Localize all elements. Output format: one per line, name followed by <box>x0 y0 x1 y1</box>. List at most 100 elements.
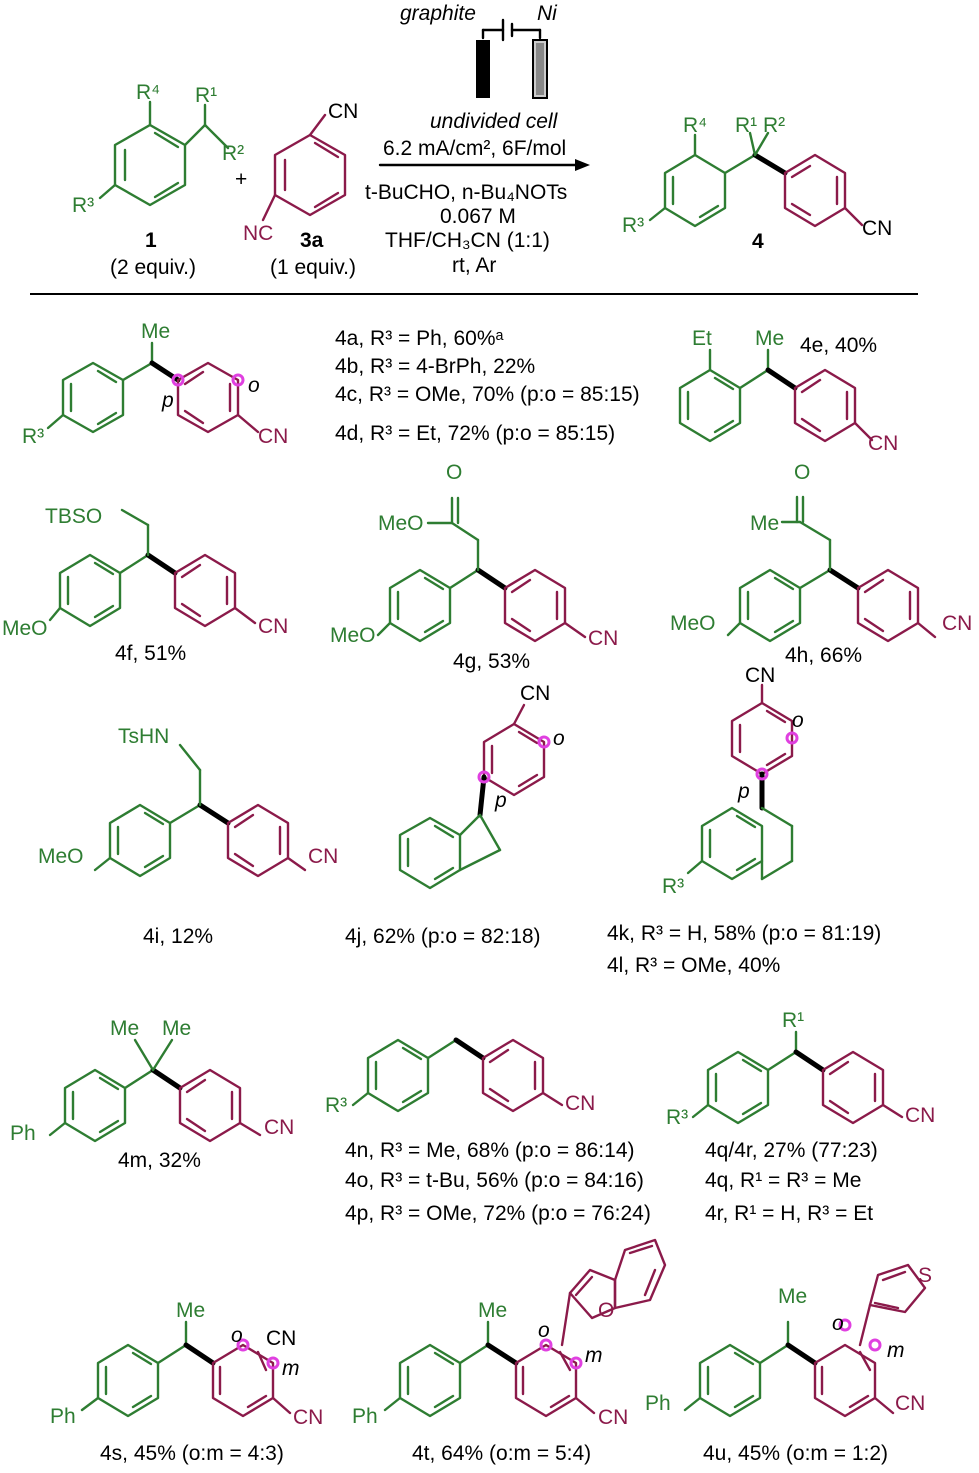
cn-label-top: CN <box>266 1327 296 1350</box>
cn-label: CN <box>598 1406 628 1429</box>
current-density: 6.2 mA/cm², 6F/mol <box>383 137 566 160</box>
ortho-marker: o <box>553 727 565 750</box>
substrate-1-label: 1 <box>145 229 157 252</box>
tshn-label: TsHN <box>118 725 169 748</box>
cn-label: CN <box>264 1116 294 1139</box>
reagent-3a-label: 3a <box>300 229 324 252</box>
prod-CN: CN <box>862 217 892 240</box>
me-label: Me <box>478 1299 507 1322</box>
compound-4q-4r: R¹ R³ CN <box>666 1009 935 1129</box>
me-label: Me <box>141 320 170 343</box>
entry-4l: 4l, R³ = OMe, 40% <box>607 954 780 977</box>
meta-marker: m <box>585 1344 603 1367</box>
ortho-marker: o <box>248 374 260 397</box>
cn-top: CN <box>328 100 358 123</box>
tbso-label: TBSO <box>45 505 102 528</box>
entry-4e: 4e, 40% <box>800 334 877 357</box>
entry-4t: 4t, 64% (o:m = 5:4) <box>412 1442 591 1465</box>
o-label: O <box>794 461 810 484</box>
cn-label: CN <box>868 432 898 455</box>
R1-label: R¹ <box>195 84 217 107</box>
ortho-marker: o <box>538 1319 550 1342</box>
anode-label: graphite <box>400 2 476 25</box>
compound-4n-4p: R³ CN <box>325 1037 595 1117</box>
ph-label: Ph <box>10 1122 36 1145</box>
entry-4h: 4h, 66% <box>785 644 862 667</box>
r1-label: R¹ <box>782 1009 804 1032</box>
me-label: Me <box>755 327 784 350</box>
meo-ester: MeO <box>378 512 424 535</box>
cathode-label: Ni <box>537 2 558 25</box>
me-label: Me <box>750 512 779 535</box>
entries-4a-4d: 4a, R³ = Ph, 60%ᵃ 4b, R³ = 4-BrPh, 22% 4… <box>335 327 640 445</box>
cn-label: CN <box>942 612 972 635</box>
me-label: Me <box>778 1285 807 1308</box>
meo-label: MeO <box>2 617 48 640</box>
cn-label: CN <box>565 1092 595 1115</box>
ortho-marker: o <box>792 709 804 732</box>
entry-4f: 4f, 51% <box>115 642 186 665</box>
entry-4i: 4i, 12% <box>143 925 213 948</box>
substrate-1: R⁴ R¹ R² R³ 1 (2 equiv.) <box>72 81 244 279</box>
additive-text: t-BuCHO, n-Bu₄NOTs <box>365 181 567 204</box>
entry-4s: 4s, 45% (o:m = 4:3) <box>100 1442 284 1465</box>
compound-4e: Et Me CN <box>678 327 898 455</box>
cn-label: CN <box>520 682 550 705</box>
meo-label: MeO <box>670 612 716 635</box>
entry-4p: 4p, R³ = OMe, 72% (p:o = 76:24) <box>345 1202 651 1225</box>
solvent-text: THF/CH₃CN (1:1) <box>385 229 550 252</box>
substrate-1-equiv: (2 equiv.) <box>110 256 196 279</box>
product-4-label: 4 <box>752 230 764 253</box>
reagent-3a-equiv: (1 equiv.) <box>270 256 356 279</box>
cn-label: CN <box>293 1406 323 1429</box>
reaction-header: R⁴ R¹ R² R³ 1 (2 equiv.) + CN NC 3a (1 e… <box>72 2 892 279</box>
cn-label: CN <box>895 1392 925 1415</box>
R4-label: R⁴ <box>136 81 160 104</box>
compound-4u: Me Ph o m S CN <box>645 1263 932 1418</box>
entry-4r: 4r, R¹ = H, R³ = Et <box>705 1202 873 1225</box>
compound-4f: TBSO MeO CN <box>2 505 288 640</box>
nc-bottom: NC <box>243 222 273 245</box>
compound-4k-4l: CN o p R³ <box>662 664 804 898</box>
entry-4o: 4o, R³ = t-Bu, 56% (p:o = 84:16) <box>345 1169 644 1192</box>
ph-label: Ph <box>645 1392 671 1415</box>
R2-label: R² <box>222 142 244 165</box>
ortho-marker: o <box>832 1312 844 1335</box>
meo-label: MeO <box>38 845 84 868</box>
meta-marker: m <box>282 1357 300 1380</box>
plus-sign: + <box>235 168 247 191</box>
graphite-electrode <box>476 40 490 98</box>
meta-marker: m <box>887 1339 905 1362</box>
ortho-marker: o <box>231 1324 243 1347</box>
entry-4q: 4q, R¹ = R³ = Me <box>705 1169 861 1192</box>
me-label-1: Me <box>110 1017 139 1040</box>
entry-4k: 4k, R³ = H, 58% (p:o = 81:19) <box>607 922 881 945</box>
entry-4qr: 4q/4r, 27% (77:23) <box>705 1139 878 1162</box>
entry-4m: 4m, 32% <box>118 1149 201 1172</box>
compound-4j: CN o p <box>398 682 565 890</box>
meo-label: MeO <box>330 624 376 647</box>
entry-4a: 4a, R³ = Ph, 60%ᵃ <box>335 327 504 350</box>
para-marker: p <box>161 389 174 412</box>
prod-R4: R⁴ <box>683 114 707 137</box>
concentration-text: 0.067 M <box>440 205 516 228</box>
entry-4c: 4c, R³ = OMe, 70% (p:o = 85:15) <box>335 383 640 406</box>
entry-4j: 4j, 62% (p:o = 82:18) <box>345 925 541 948</box>
r3-label: R³ <box>662 875 684 898</box>
para-marker: p <box>737 780 750 803</box>
cn-label: CN <box>258 425 288 448</box>
entry-4b: 4b, R³ = 4-BrPh, 22% <box>335 355 535 378</box>
prod-R2: R² <box>763 114 785 137</box>
R3-label: R³ <box>72 194 94 217</box>
cell-type: undivided cell <box>430 110 559 133</box>
para-marker: p <box>494 789 507 812</box>
electrochemical-cell: graphite Ni <box>400 2 558 99</box>
compound-4t: Me Ph o m O CN <box>352 1238 667 1429</box>
cn-label: CN <box>905 1104 935 1127</box>
s-label: S <box>918 1264 932 1287</box>
r3-label: R³ <box>22 425 44 448</box>
me-label: Me <box>176 1299 205 1322</box>
compound-4s: Me Ph o CN m CN <box>50 1299 323 1429</box>
compound-4g: O MeO MeO CN <box>330 461 618 650</box>
